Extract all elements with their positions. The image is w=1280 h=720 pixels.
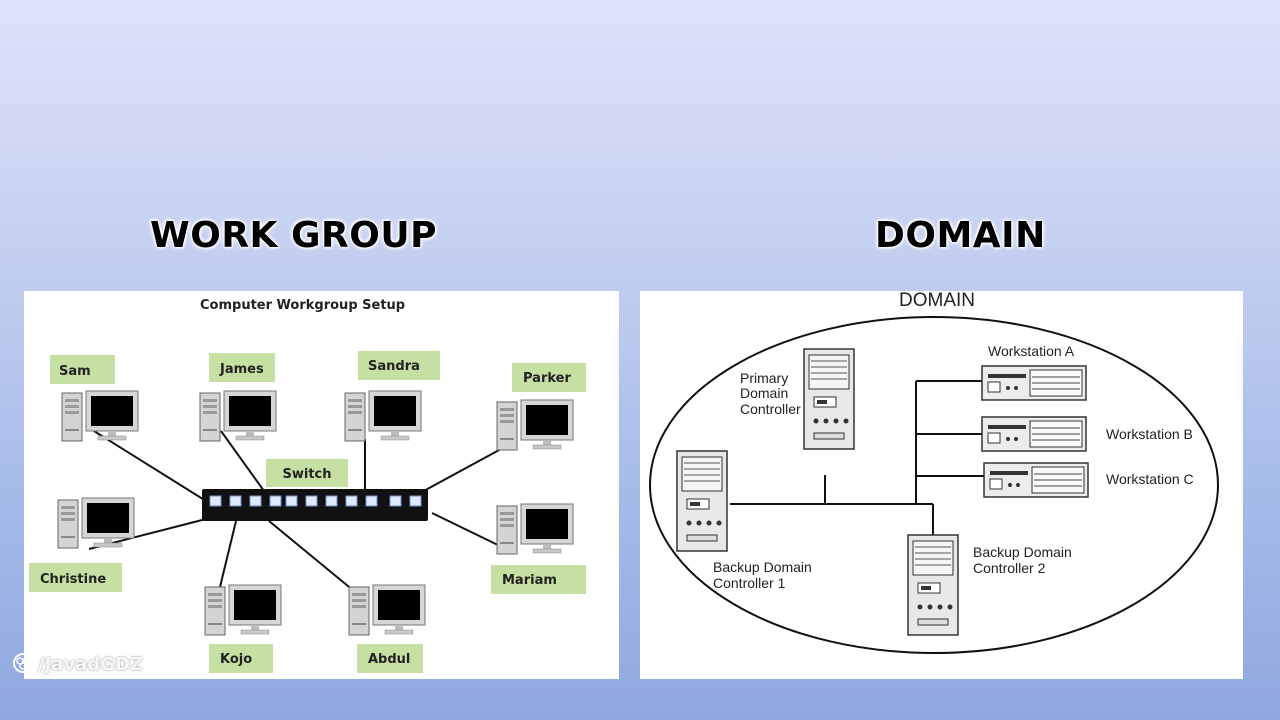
network-switch [202,489,428,521]
camera-lens-icon [12,652,34,678]
primary-controller-label-line2: Domain [740,385,788,401]
backup-domain-controller-1-icon [676,450,728,552]
workstation-a-icon [981,365,1087,401]
watermark-text: /JavadGDZ [38,654,143,675]
computer-mariam-icon [496,503,574,555]
computer-abdul-icon [348,584,426,636]
workstation-c-label: Workstation C [1106,471,1194,487]
primary-domain-controller-icon [803,348,855,450]
computer-parker-icon [496,399,574,451]
workgroup-heading: WORK GROUP [150,215,437,256]
watermark: /JavadGDZ [12,652,143,678]
workstation-b-label: Workstation B [1106,426,1193,442]
domain-heading: DOMAIN [875,215,1046,256]
workgroup-diagram-title: Computer Workgroup Setup [200,298,405,313]
switch-label: Switch [282,467,331,482]
computer-label-abdul: Abdul [368,652,410,667]
switch-label-box [266,459,348,487]
computer-label-mariam: Mariam [502,573,557,588]
primary-controller-label-line3: Controller [740,401,801,417]
computer-label-parker: Parker [523,371,571,386]
workstation-b-icon [981,416,1087,452]
primary-controller-label-line1: Primary [740,370,788,386]
backup-controller-2-label-line2: Controller 2 [973,560,1046,576]
domain-boundary [649,316,1219,654]
computer-james-icon [199,390,277,442]
backup-domain-controller-2-icon [907,534,959,636]
domain-diagram-panel: DOMAIN Primary Domain Controller Backup … [640,291,1243,679]
workgroup-diagram-panel: Computer Workgroup Setup [24,291,619,679]
domain-network-lines [730,380,984,538]
workgroup-diagram: Computer Workgroup Setup [29,298,586,673]
backup-controller-1-label-line1: Backup Domain [713,559,812,575]
backup-controller-1-label-line2: Controller 1 [713,575,786,591]
computer-sam-icon [61,390,139,442]
computer-label-christine: Christine [40,572,106,587]
computer-label-james: James [219,362,264,377]
workstation-a-label: Workstation A [988,343,1075,359]
domain-diagram-title: DOMAIN [899,291,975,311]
workstation-c-icon [983,462,1089,498]
computer-kojo-icon [204,584,282,636]
domain-diagram: DOMAIN Primary Domain Controller Backup … [649,291,1219,654]
computer-label-sam: Sam [59,364,91,379]
backup-controller-2-label-line1: Backup Domain [973,544,1072,560]
computer-sandra-icon [344,390,422,442]
computer-label-kojo: Kojo [220,652,252,667]
computer-label-sandra: Sandra [368,359,420,374]
